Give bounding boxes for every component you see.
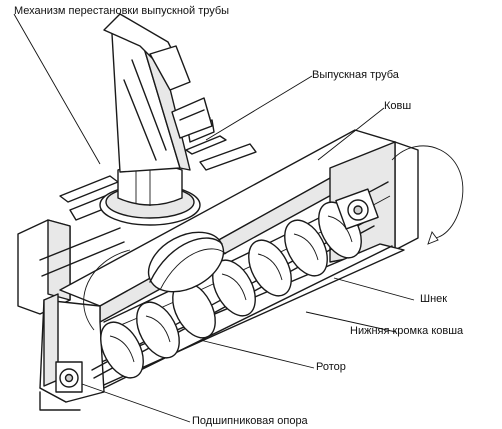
- discharge-chute: [99, 13, 213, 226]
- right-bearing: [335, 188, 379, 230]
- rotation-arrows: [83, 145, 464, 331]
- label-chute: Выпускная труба: [312, 69, 400, 81]
- label-rotor: Ротор: [316, 361, 346, 373]
- label-bucket-edge: Нижняя кромка ковша: [350, 325, 464, 337]
- leader-lines: [13, 13, 415, 423]
- label-mechanism: Механизм перестановки выпускной трубы: [14, 5, 229, 17]
- left-bearing: [39, 361, 83, 411]
- label-auger: Шнек: [420, 293, 447, 305]
- label-bearing: Подшипниковая опора: [192, 415, 309, 427]
- rotor: [147, 231, 227, 293]
- label-bucket: Ковш: [384, 100, 411, 112]
- hitch-frame: [17, 175, 137, 315]
